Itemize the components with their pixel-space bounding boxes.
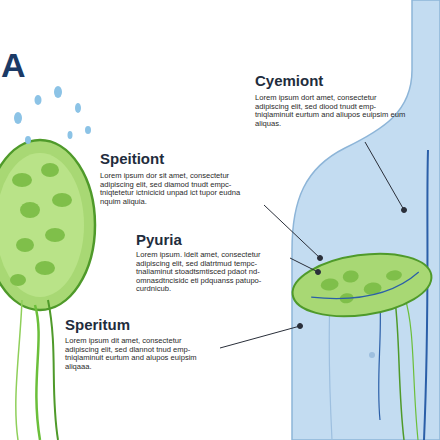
navel — [369, 352, 375, 358]
leader-line — [365, 142, 404, 210]
callout-text: Lorem ipsum dor sit amet, consectetur ad… — [100, 172, 260, 206]
organ-large — [0, 140, 95, 440]
vessel — [379, 302, 381, 420]
organ-cell — [12, 173, 32, 187]
body-silhouette — [292, 0, 440, 440]
leader-dot — [318, 256, 323, 261]
leader-dot — [402, 208, 407, 213]
callout-heading: Speitiont — [100, 151, 164, 168]
arm-line — [329, 300, 332, 440]
vessel — [424, 150, 428, 440]
droplet — [25, 136, 31, 144]
organ-cell — [45, 228, 65, 242]
vessel — [405, 298, 418, 440]
leader-dot — [298, 324, 303, 329]
stem — [35, 305, 40, 440]
organ-inner — [0, 153, 84, 297]
droplet — [85, 126, 91, 134]
droplet — [35, 95, 42, 105]
vessel — [395, 300, 404, 440]
leader-line — [290, 258, 318, 272]
stem — [16, 300, 22, 440]
vessel — [310, 272, 421, 304]
organ-cell — [16, 238, 34, 252]
droplet — [75, 103, 81, 113]
droplet — [14, 112, 22, 124]
title: A — [1, 48, 26, 82]
organ-cell — [35, 261, 55, 275]
stem — [48, 300, 58, 440]
organ-cell — [52, 193, 72, 207]
organ-shape — [0, 140, 95, 310]
callout-text: Lorem ipsum. ldeit amet, consectetur adi… — [136, 251, 286, 294]
organ-shape — [289, 246, 436, 325]
callout-text: Lorem ipsum dit amet, consectetur adipis… — [65, 337, 215, 371]
callout-heading: Pyuria — [136, 232, 182, 249]
organ-cell — [342, 269, 360, 283]
organ-cell — [10, 274, 26, 286]
leader-dot — [316, 270, 321, 275]
leader-lines — [220, 142, 407, 348]
organ-cell — [20, 202, 40, 218]
callout-heading: Speritum — [65, 317, 130, 334]
leader-line — [264, 205, 320, 258]
organ-cell — [385, 269, 402, 281]
organ — [289, 246, 436, 325]
droplet — [68, 131, 73, 139]
droplet — [54, 86, 62, 98]
organ-cell — [41, 163, 59, 177]
callout-heading: Cyemiont — [255, 73, 323, 90]
organ-cell — [320, 277, 339, 291]
callout-text: Lorem ipsum dort amet, consectetur adipi… — [255, 94, 407, 128]
leader-line — [220, 326, 300, 348]
droplets — [14, 86, 91, 144]
